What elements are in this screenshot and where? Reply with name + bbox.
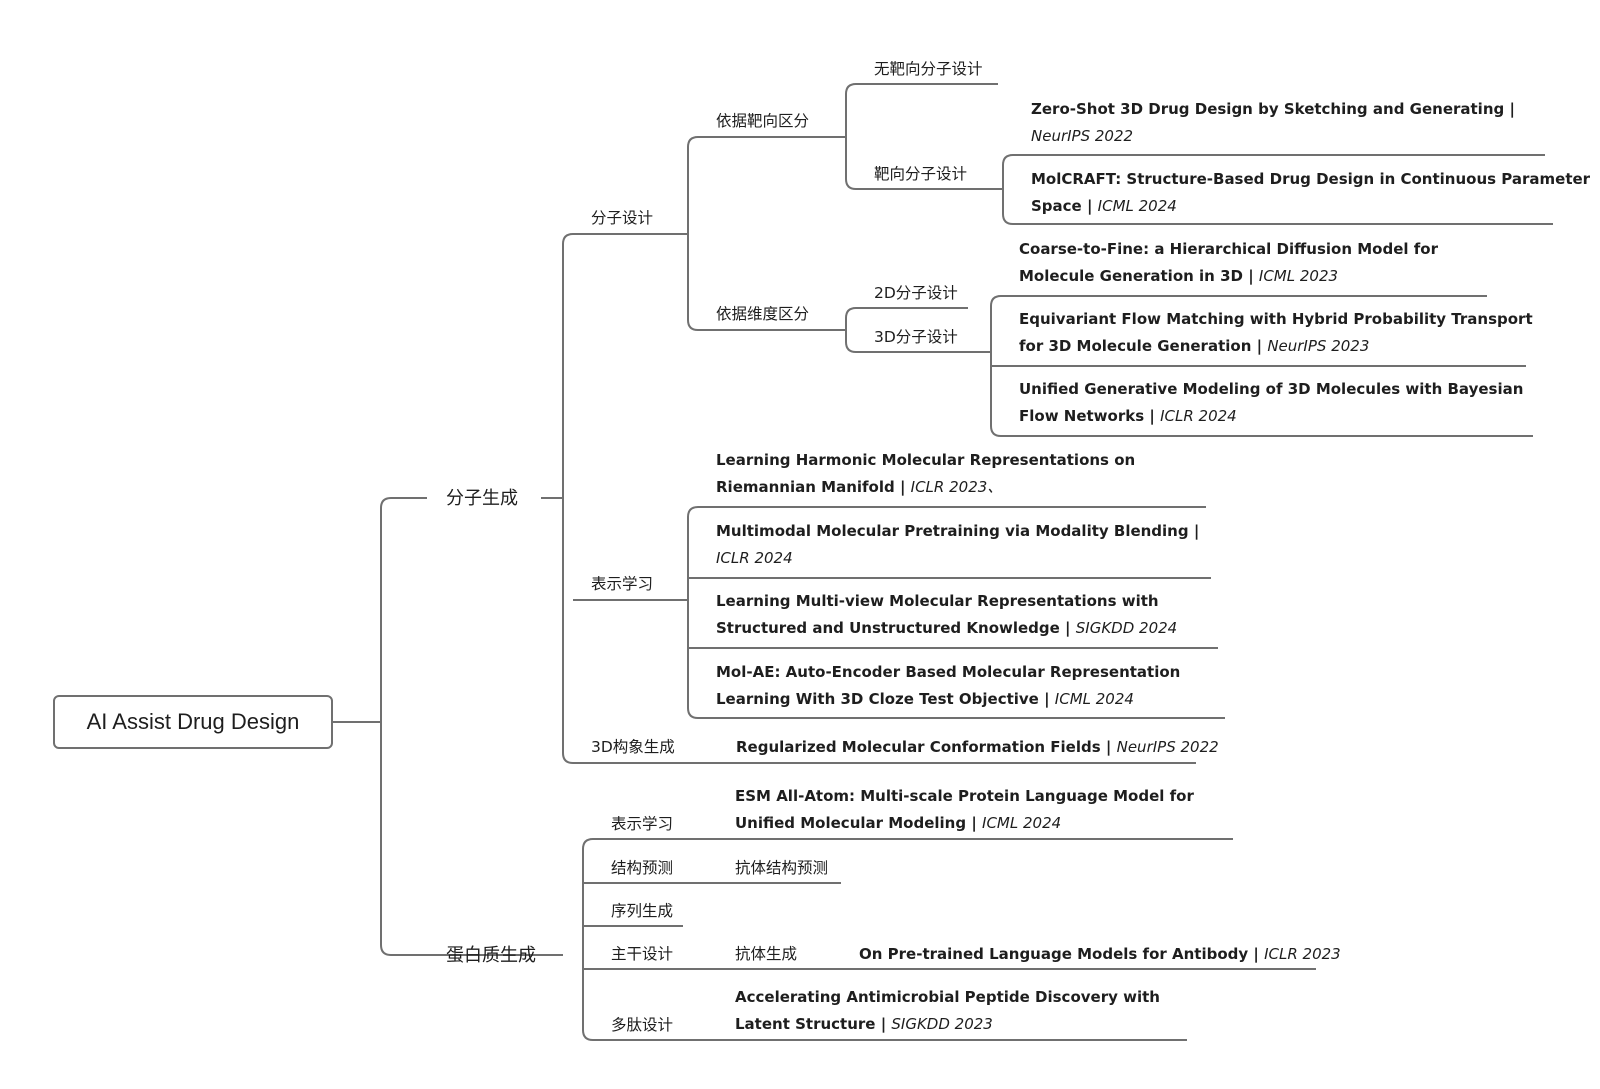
paper-venue: NeurIPS 2023	[1267, 336, 1370, 355]
paper-title: Learning Multi-view Molecular Representa…	[716, 592, 1159, 637]
node-antibody-structure-prediction[interactable]: 抗体结构预测	[735, 859, 829, 877]
paper-separator: |	[966, 813, 983, 832]
edge-root	[333, 497, 427, 956]
paper-title: Learning Harmonic Molecular Representati…	[716, 451, 1136, 496]
paper-title: Unified Generative Modeling of 3D Molecu…	[1019, 380, 1524, 425]
edge-repr-bracket	[687, 506, 1225, 719]
node-untargeted-design[interactable]: 无靶向分子设计	[874, 60, 983, 78]
paper-title: Zero-Shot 3D Drug Design by Sketching an…	[1031, 100, 1505, 118]
paper-node[interactable]: Learning Harmonic Molecular Representati…	[716, 447, 1216, 500]
paper-separator: |	[1038, 689, 1055, 708]
node-molecule-generation[interactable]: 分子生成	[446, 488, 518, 509]
node-by-target[interactable]: 依据靶向区分	[716, 112, 810, 130]
paper-node[interactable]: Zero-Shot 3D Drug Design by Sketching an…	[1031, 96, 1571, 149]
paper-title: ESM All-Atom: Multi-scale Protein Langua…	[735, 787, 1194, 832]
paper-venue: SIGKDD 2024	[1075, 618, 1178, 637]
paper-venue: ICML 2024	[1054, 689, 1134, 708]
paper-title: Coarse-to-Fine: a Hierarchical Diffusion…	[1019, 240, 1438, 285]
edge-design-bracket	[687, 136, 699, 331]
paper-separator: |	[1081, 196, 1098, 215]
paper-node[interactable]: Accelerating Antimicrobial Peptide Disco…	[735, 984, 1205, 1037]
node-protein-generation[interactable]: 蛋白质生成	[446, 945, 536, 966]
paper-venue: ICML 2024	[982, 813, 1062, 832]
paper-separator: |	[894, 477, 911, 496]
paper-node[interactable]: Regularized Molecular Conformation Field…	[736, 734, 1219, 761]
paper-separator: |	[1188, 522, 1200, 540]
paper-separator: |	[1100, 738, 1117, 756]
node-molecule-design[interactable]: 分子设计	[591, 209, 654, 227]
root-node[interactable]: AI Assist Drug Design	[53, 695, 333, 749]
paper-title: Accelerating Antimicrobial Peptide Disco…	[735, 988, 1160, 1033]
paper-title: Equivariant Flow Matching with Hybrid Pr…	[1019, 310, 1533, 355]
paper-node[interactable]: MolCRAFT: Structure-Based Drug Design in…	[1031, 166, 1591, 219]
edge-molgen-bracket	[562, 233, 574, 764]
node-3d-design[interactable]: 3D分子设计	[874, 328, 958, 346]
paper-node[interactable]: On Pre-trained Language Models for Antib…	[859, 941, 1341, 968]
node-protein-representation[interactable]: 表示学习	[611, 815, 674, 833]
edge-3d-papers	[990, 295, 1533, 437]
paper-node[interactable]: Mol-AE: Auto-Encoder Based Molecular Rep…	[716, 659, 1236, 712]
paper-separator: |	[1248, 945, 1265, 963]
edge-prot-bracket	[582, 838, 594, 1041]
paper-title: On Pre-trained Language Models for Antib…	[859, 945, 1249, 963]
paper-separator: |	[1242, 266, 1259, 285]
node-sequence-generation[interactable]: 序列生成	[611, 902, 674, 920]
paper-title: Mol-AE: Auto-Encoder Based Molecular Rep…	[716, 663, 1181, 708]
paper-venue: SIGKDD 2023	[891, 1014, 993, 1033]
node-2d-design[interactable]: 2D分子设计	[874, 284, 958, 302]
paper-title: Regularized Molecular Conformation Field…	[736, 738, 1101, 756]
node-3d-conformation[interactable]: 3D构象生成	[591, 738, 675, 756]
node-structure-prediction[interactable]: 结构预测	[611, 859, 674, 877]
paper-node[interactable]: Learning Multi-view Molecular Representa…	[716, 588, 1236, 641]
paper-separator: |	[1059, 618, 1076, 637]
edge-target-bracket	[845, 83, 857, 190]
paper-venue: ICLR 2023、	[910, 477, 1003, 496]
paper-venue: ICML 2024	[1097, 196, 1177, 215]
paper-separator: |	[875, 1014, 892, 1033]
node-targeted-design[interactable]: 靶向分子设计	[874, 165, 968, 183]
node-backbone-design[interactable]: 主干设计	[611, 945, 674, 963]
paper-venue: NeurIPS 2022	[1031, 126, 1134, 145]
node-antibody-generation[interactable]: 抗体生成	[735, 945, 798, 963]
edge-dim-bracket	[845, 307, 857, 353]
paper-node[interactable]: Unified Generative Modeling of 3D Molecu…	[1019, 376, 1549, 429]
paper-venue: ICLR 2024	[1160, 406, 1237, 425]
paper-separator: |	[1251, 336, 1268, 355]
paper-venue: NeurIPS 2022	[1116, 738, 1219, 756]
paper-title: Multimodal Molecular Pretraining via Mod…	[716, 522, 1189, 540]
node-molecule-representation[interactable]: 表示学习	[591, 575, 654, 593]
paper-venue: ICLR 2024	[716, 548, 793, 567]
paper-node[interactable]: Multimodal Molecular Pretraining via Mod…	[716, 518, 1216, 571]
paper-separator: |	[1504, 100, 1515, 118]
paper-node[interactable]: ESM All-Atom: Multi-scale Protein Langua…	[735, 783, 1250, 836]
edge-targeted-papers	[1002, 154, 1553, 225]
paper-venue: ICLR 2023	[1264, 945, 1341, 963]
paper-node[interactable]: Coarse-to-Fine: a Hierarchical Diffusion…	[1019, 236, 1509, 289]
paper-separator: |	[1144, 406, 1161, 425]
node-by-dimension[interactable]: 依据维度区分	[716, 305, 810, 323]
paper-node[interactable]: Equivariant Flow Matching with Hybrid Pr…	[1019, 306, 1549, 359]
node-peptide-design[interactable]: 多肽设计	[611, 1016, 674, 1034]
paper-venue: ICML 2023	[1258, 266, 1339, 285]
paper-title: MolCRAFT: Structure-Based Drug Design in…	[1031, 170, 1591, 215]
